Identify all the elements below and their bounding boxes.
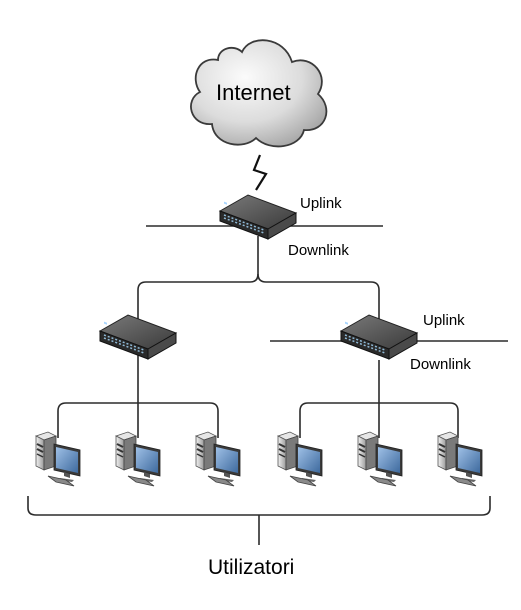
left-switch-to-computers [57,354,219,438]
internet-cloud [190,39,328,148]
computer-icon [115,431,161,487]
computer-icon [437,431,483,487]
computer-icon [195,431,241,487]
internet-label: Internet [216,80,291,105]
left-switch-icon [99,314,177,360]
computer-icon [277,431,323,487]
users-label: Utilizatori [208,556,295,579]
wan-link-icon [252,154,268,191]
core-to-right-switch-link [257,273,380,330]
right-downlink-label: Downlink [410,356,471,373]
right-switch-to-computers [299,360,459,438]
right-switch-icon [340,314,418,360]
core-to-left-switch-link [137,236,259,330]
computer-icon [357,431,403,487]
core-uplink-label: Uplink [300,195,342,212]
core-downlink-label: Downlink [288,242,349,259]
connection-lines [27,225,508,545]
users-bracket [27,496,491,516]
computer-icon [35,431,81,487]
core-switch-icon [219,194,297,240]
right-uplink-label: Uplink [423,312,465,329]
